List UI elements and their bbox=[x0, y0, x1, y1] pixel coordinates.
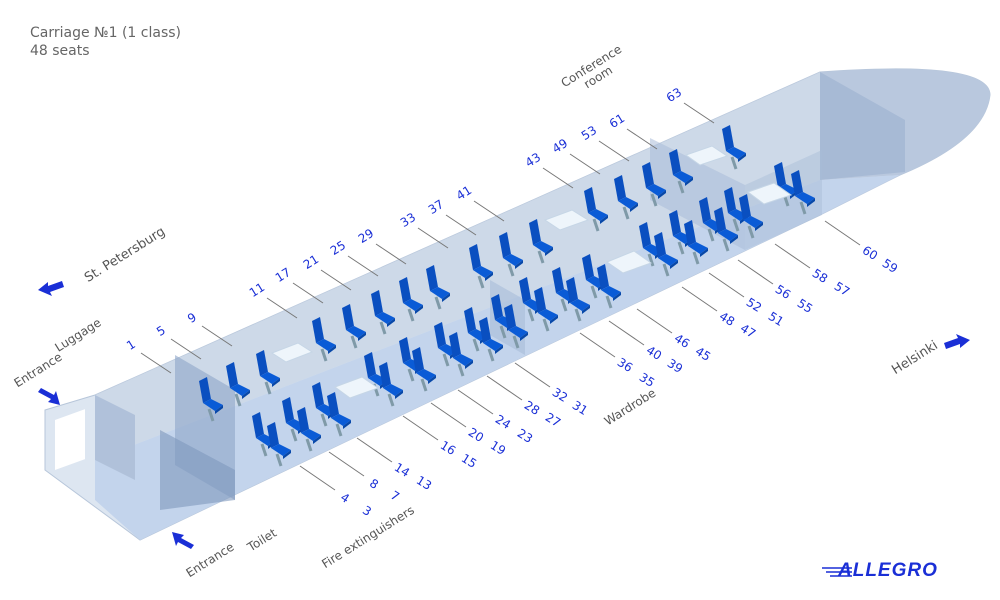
leader-line bbox=[170, 338, 202, 360]
leader-line bbox=[457, 389, 494, 415]
carriage-name: Carriage №1 (1 class) bbox=[30, 25, 181, 41]
seat-icon bbox=[642, 162, 666, 207]
leader-line bbox=[375, 243, 407, 265]
seat-icon bbox=[297, 407, 321, 452]
leader-line bbox=[598, 140, 630, 162]
seat-icon bbox=[504, 304, 528, 349]
seat-icon bbox=[412, 347, 436, 392]
seat-icon bbox=[449, 332, 473, 377]
seat-icon bbox=[774, 162, 798, 207]
seat-icon bbox=[226, 362, 250, 407]
seat-icon bbox=[584, 187, 608, 232]
arrow-right-icon bbox=[944, 334, 970, 349]
leader-line bbox=[430, 402, 467, 428]
seat-icon bbox=[399, 277, 423, 322]
seat-icon bbox=[426, 265, 450, 310]
leader-line bbox=[473, 200, 505, 222]
leader-line bbox=[681, 286, 718, 312]
seat-icon bbox=[684, 220, 708, 265]
carriage-body bbox=[44, 68, 991, 541]
leader-line bbox=[737, 259, 774, 285]
seat-icon bbox=[597, 264, 621, 309]
allegro-logo: ALLEGRO bbox=[838, 560, 938, 581]
seat-icon bbox=[479, 317, 503, 362]
leader-line bbox=[266, 297, 298, 319]
seat-icon bbox=[566, 277, 590, 322]
leader-line bbox=[683, 102, 715, 124]
seat-icon bbox=[342, 304, 366, 349]
leader-line bbox=[402, 415, 439, 441]
direction-arrows bbox=[38, 281, 970, 549]
seat-count: 48 seats bbox=[30, 43, 90, 59]
arrow-entrance-top-icon bbox=[38, 388, 60, 405]
seat-icon bbox=[267, 422, 291, 467]
seat-icon bbox=[256, 350, 280, 395]
leader-line bbox=[579, 332, 616, 358]
leader-line bbox=[347, 255, 379, 277]
leader-line bbox=[542, 167, 574, 189]
leader-line bbox=[292, 282, 324, 304]
arrow-left-icon bbox=[38, 281, 64, 296]
seat-icon bbox=[371, 290, 395, 335]
leader-line bbox=[486, 375, 523, 401]
leader-line bbox=[356, 437, 393, 463]
leader-lines bbox=[140, 102, 861, 491]
seat-icon bbox=[791, 170, 815, 215]
seat-icon bbox=[654, 232, 678, 277]
seat-icon bbox=[722, 125, 746, 170]
leader-line bbox=[445, 214, 477, 236]
seat-icon bbox=[714, 207, 738, 252]
leader-line bbox=[636, 308, 673, 334]
seat-icon bbox=[379, 362, 403, 407]
seat-icon bbox=[469, 244, 493, 289]
seat-icon bbox=[739, 194, 763, 239]
seat-icon bbox=[529, 219, 553, 264]
leader-line bbox=[626, 128, 658, 150]
leader-line bbox=[328, 451, 365, 477]
logo-lines-icon bbox=[822, 567, 852, 577]
tables bbox=[270, 145, 793, 399]
leader-line bbox=[514, 362, 551, 388]
leader-line bbox=[140, 352, 172, 374]
seat-icon bbox=[434, 322, 458, 367]
seat-icon bbox=[312, 317, 336, 362]
seat-icon bbox=[614, 175, 638, 220]
seat-icon bbox=[199, 377, 223, 422]
leader-line bbox=[824, 220, 861, 246]
leader-line bbox=[774, 243, 811, 269]
leader-line bbox=[608, 320, 645, 346]
leader-line bbox=[320, 269, 352, 291]
seat-icon bbox=[499, 232, 523, 277]
seat-icon bbox=[327, 392, 351, 437]
seat-icon bbox=[669, 149, 693, 194]
leader-line bbox=[708, 272, 745, 298]
seat-icon bbox=[534, 287, 558, 332]
leader-line bbox=[201, 325, 233, 347]
leader-line bbox=[569, 153, 601, 175]
leader-line bbox=[417, 227, 449, 249]
arrow-entrance-bottom-icon bbox=[172, 532, 194, 549]
seats bbox=[199, 125, 815, 467]
leader-line bbox=[299, 465, 336, 491]
carriage-title: Carriage №1 (1 class) 48 seats bbox=[30, 24, 181, 60]
